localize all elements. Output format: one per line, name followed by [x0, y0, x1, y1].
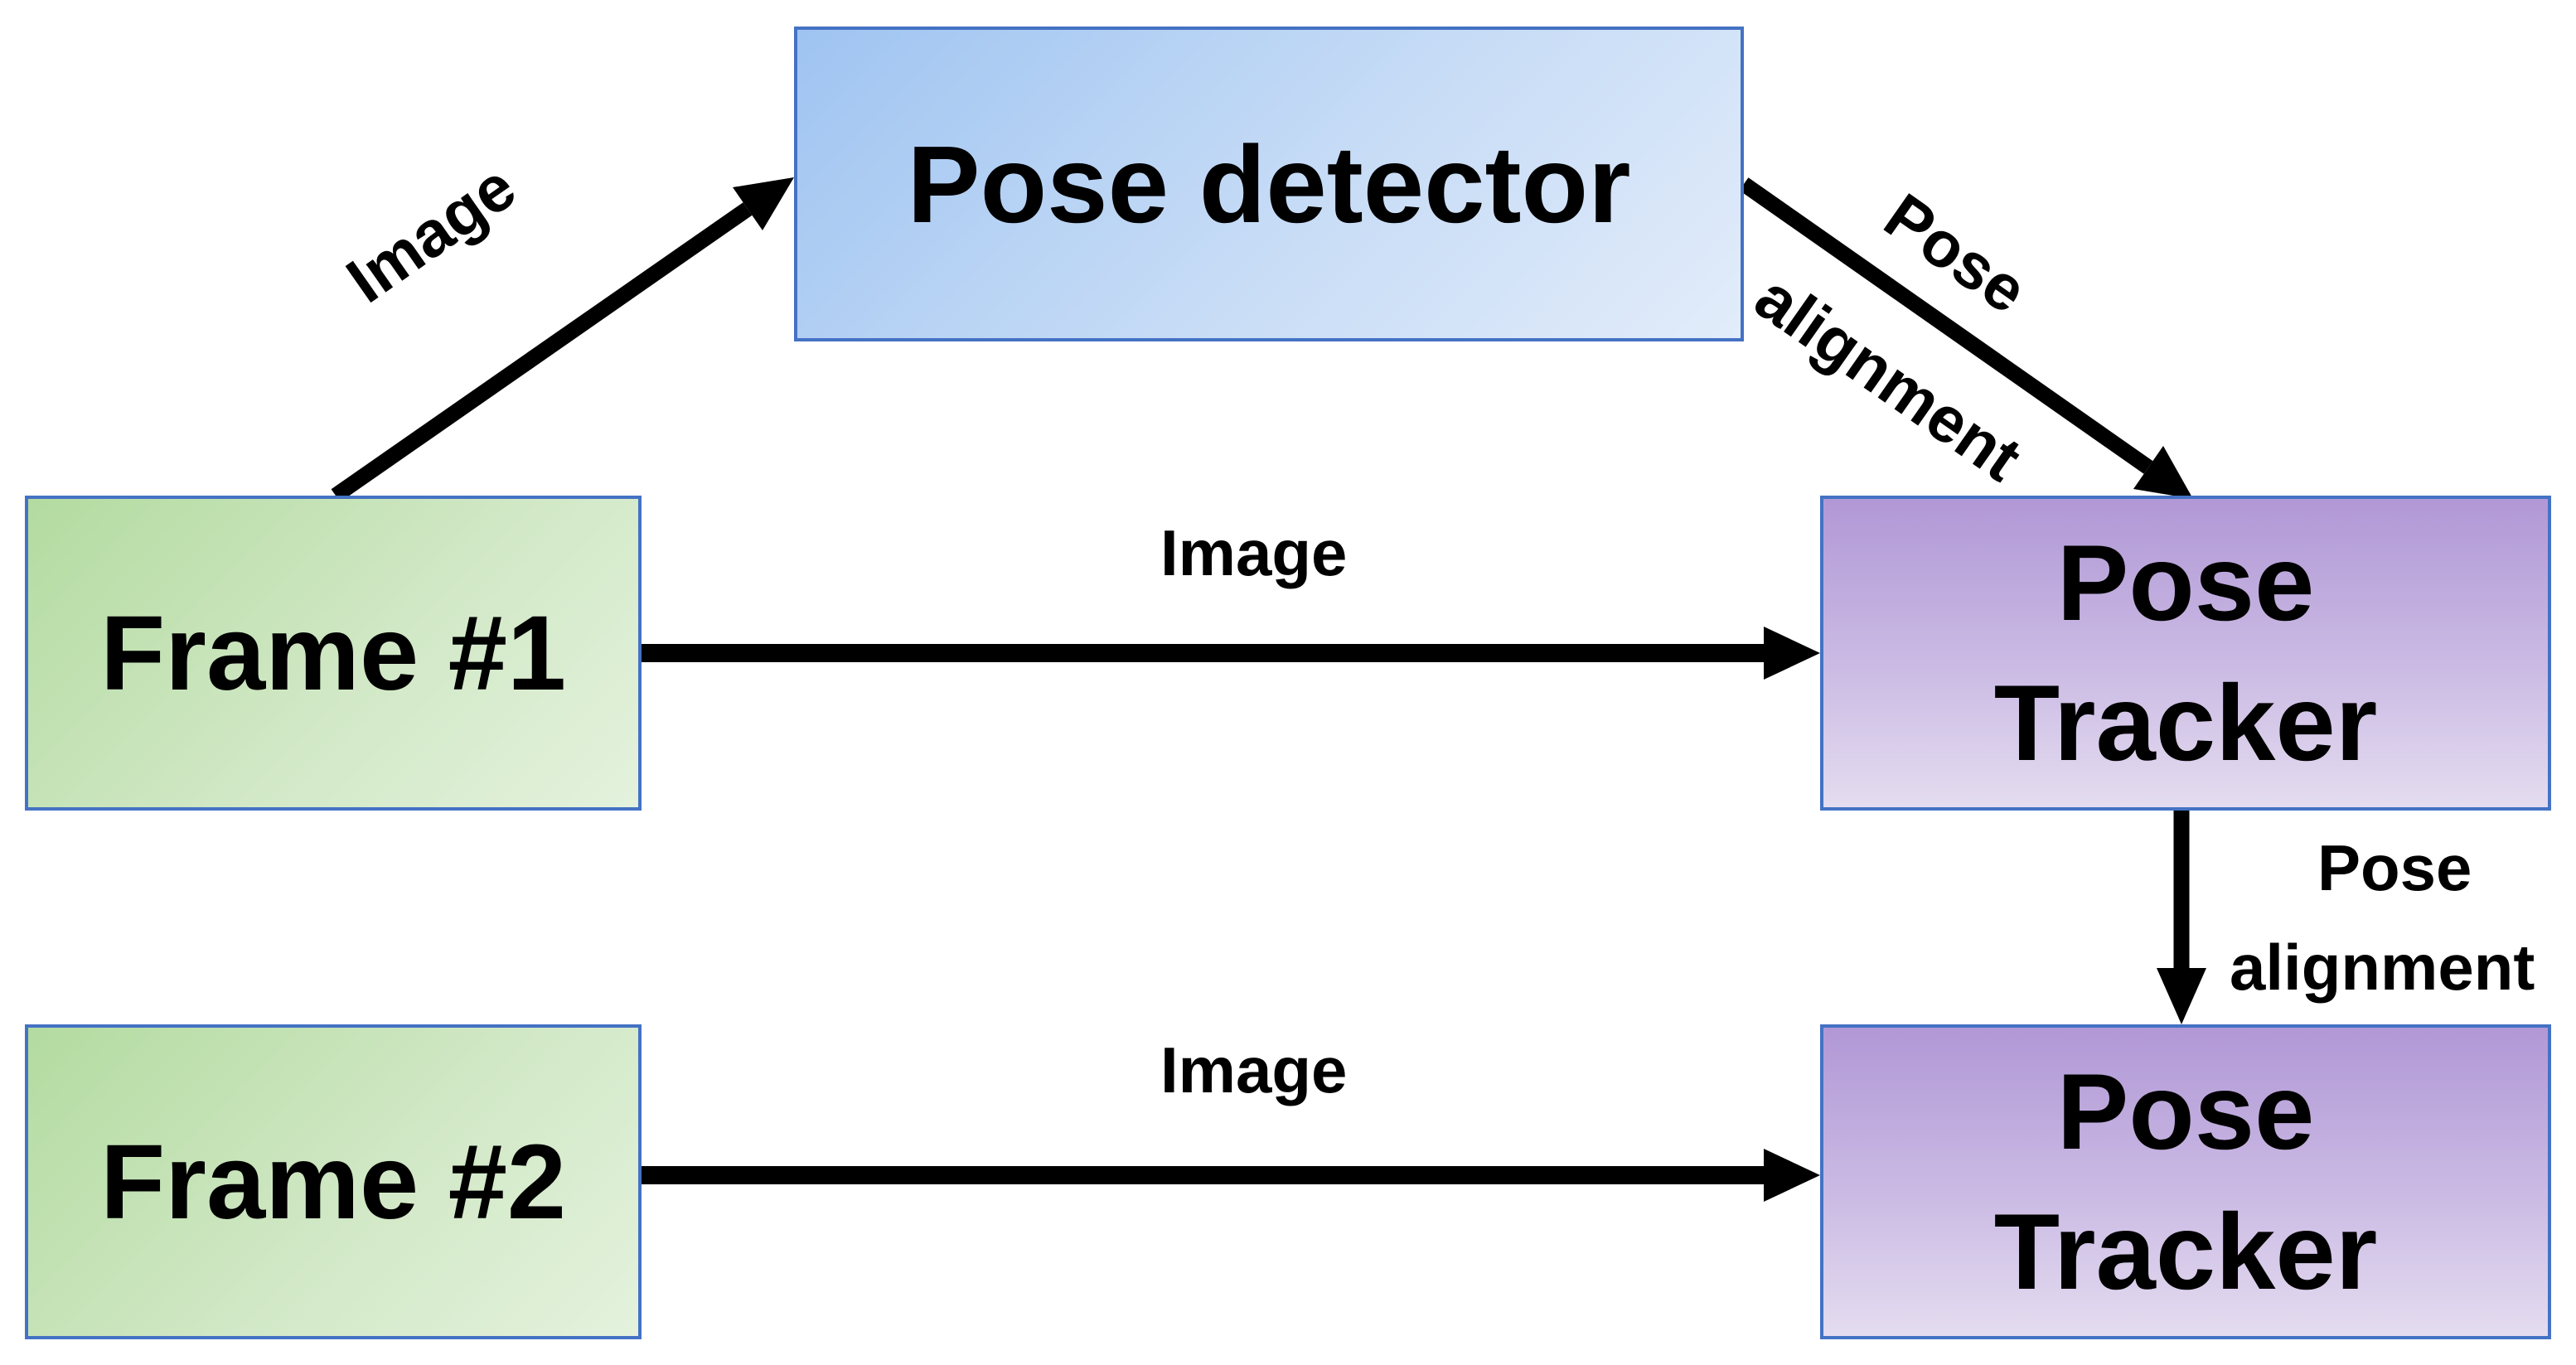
edge-label-tracker1-to-tracker2-text-2: alignment [2230, 931, 2535, 1004]
arrow-tracker1-to-tracker2 [2157, 811, 2206, 1024]
pose-tracker-1-box: Pose Tracker [1820, 496, 2551, 811]
pose-detector-box: Pose detector [794, 27, 1744, 341]
edge-label-frame1-to-tracker1: Image [1160, 520, 1347, 585]
frame-2-label: Frame #2 [99, 1122, 567, 1242]
arrow-frame1-to-tracker1 [642, 627, 1820, 680]
pose-tracker-1-label-line2: Tracker [1993, 662, 2378, 783]
edge-label-tracker1-to-tracker2-line2: alignment [2230, 935, 2535, 1000]
pose-tracker-2-label-line2: Tracker [1993, 1191, 2378, 1312]
frame-1-label: Frame #1 [99, 593, 567, 713]
edge-label-tracker1-to-tracker2-text-1: Pose [2317, 831, 2472, 904]
edge-label-frame1-to-tracker1-text: Image [1160, 516, 1348, 589]
edge-label-tracker1-to-tracker2-line1: Pose [2317, 835, 2472, 900]
frame-1-box: Frame #1 [25, 496, 642, 811]
pose-tracker-2-box: Pose Tracker [1820, 1024, 2551, 1339]
arrow-frame2-to-tracker2 [642, 1149, 1820, 1202]
pose-detector-label: Pose detector [907, 123, 1631, 245]
arrow-frame1-to-detector [331, 177, 794, 502]
edge-label-frame2-to-tracker2-text: Image [1160, 1033, 1348, 1106]
arrow-detector-to-tracker1 [1739, 177, 2193, 499]
pose-tracker-1-label-line1: Pose [2056, 522, 2315, 643]
frame-2-box: Frame #2 [25, 1024, 642, 1339]
edge-label-frame2-to-tracker2: Image [1160, 1038, 1347, 1102]
pose-tracker-2-label-line1: Pose [2056, 1051, 2315, 1172]
